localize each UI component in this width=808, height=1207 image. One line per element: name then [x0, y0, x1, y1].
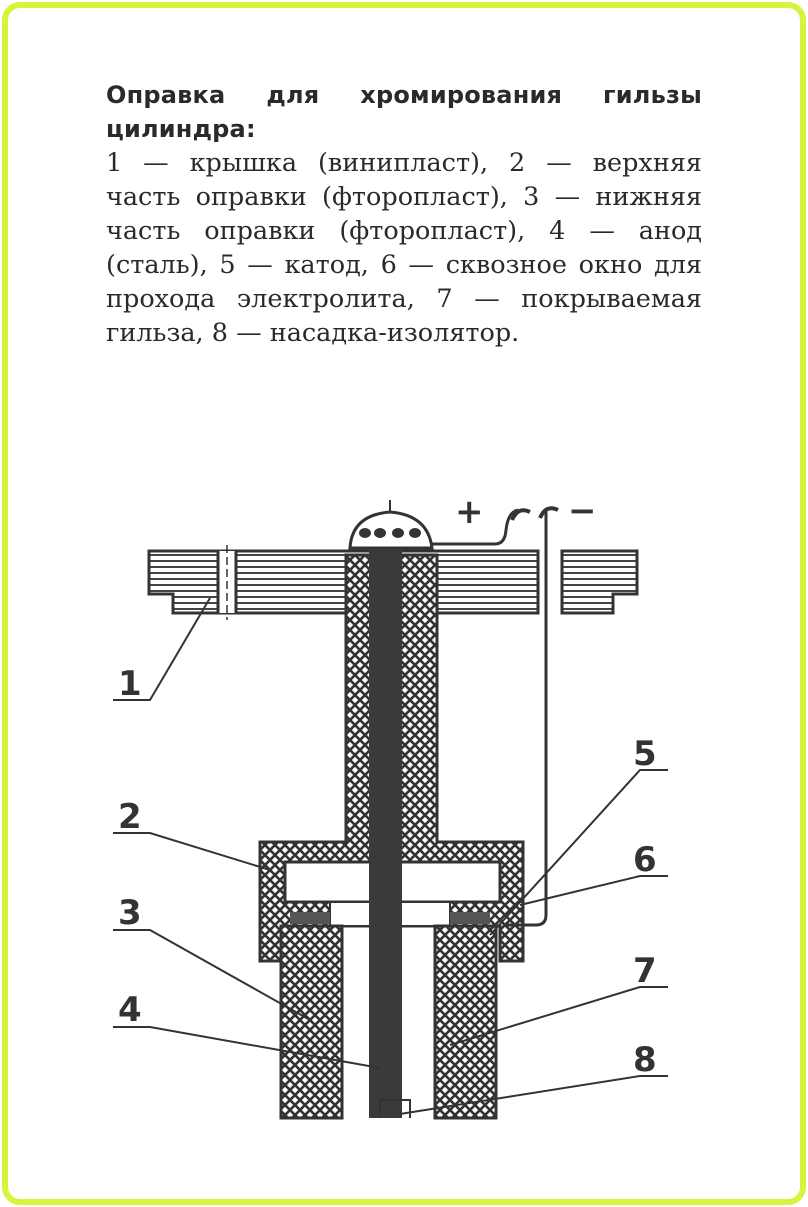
- label-1: 1: [118, 664, 142, 704]
- terminal-nut: [348, 510, 434, 550]
- cathode-wire: [505, 510, 548, 927]
- label-5: 5: [633, 734, 657, 774]
- lid-part-1-right: [560, 549, 639, 615]
- minus-terminal-label: −: [568, 491, 597, 531]
- insulator-tip-8: [379, 1099, 411, 1118]
- plus-terminal-label: +: [455, 492, 484, 532]
- sleeve-7-left: [279, 924, 344, 1120]
- label-8: 8: [633, 1040, 657, 1080]
- sleeve-7-right: [433, 924, 498, 1120]
- label-6: 6: [633, 840, 657, 880]
- caption-title: Оправка для хромирования гильзы цилиндра…: [106, 81, 702, 143]
- anode-wire: [432, 508, 519, 546]
- label-4: 4: [118, 990, 142, 1030]
- label-7: 7: [633, 951, 657, 991]
- caption-legend: 1 — крышка (винипласт), 2 — верхняя част…: [106, 148, 702, 348]
- label-3: 3: [118, 893, 142, 933]
- anode-rod-4: [369, 535, 402, 1118]
- figure-caption: Оправка для хромирования гильзы цилиндра…: [106, 78, 702, 350]
- lid-part-1: [147, 549, 540, 615]
- label-2: 2: [118, 797, 142, 837]
